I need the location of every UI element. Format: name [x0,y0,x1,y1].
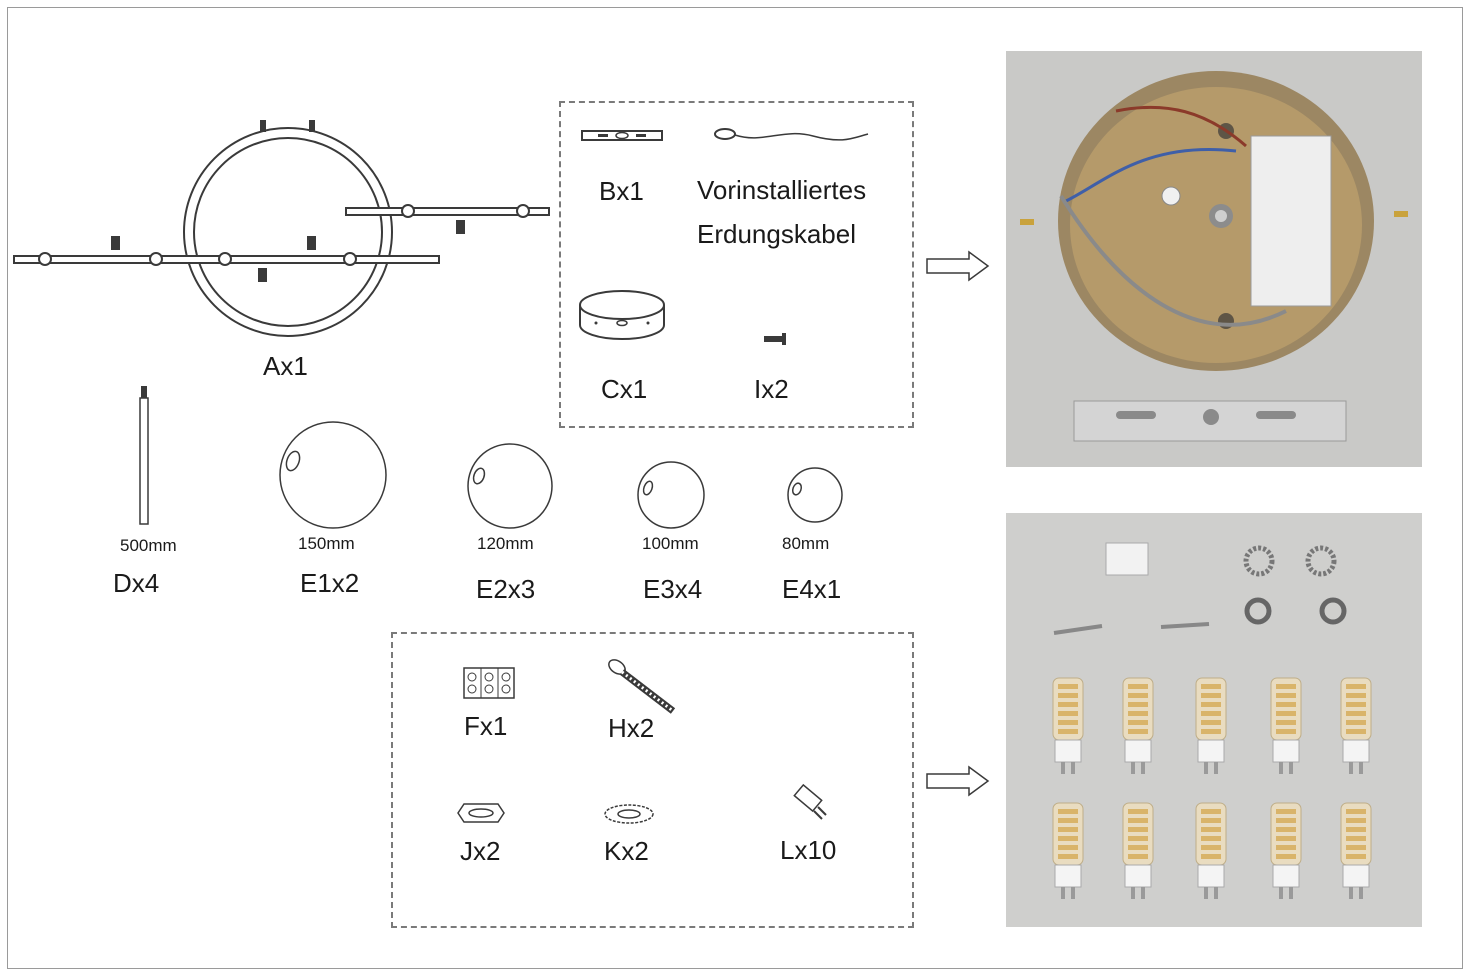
part-e1-globe-drawing [279,421,387,529]
led-bulb-photo [1195,802,1227,899]
part-a-ring-fixture-drawing [13,120,550,337]
part-a-label: Ax1 [263,351,308,381]
part-i-screw-drawing [764,333,786,345]
part-f-terminal-block-drawing [463,667,515,699]
part-e3-label: E3x4 [643,574,703,604]
part-e2-globe-drawing [467,443,553,529]
part-l-bulb-drawing [793,783,827,820]
hardware-box-upper [559,101,914,428]
part-c-canopy-drawing [579,290,665,340]
part-k-label: Kx2 [604,836,649,866]
led-bulb-photo [1270,802,1302,899]
part-e2-label: E2x3 [476,574,536,604]
part-e4-label: E4x1 [782,574,842,604]
part-h-label: Hx2 [608,713,655,743]
part-e3-size: 100mm [642,534,699,553]
photo-canopy-and-bracket [1006,51,1422,467]
hardware-box-lower [391,632,914,928]
part-j-nut-drawing [457,803,505,823]
page-frame [7,7,1463,969]
photo-hardware-and-bulbs [1006,513,1422,927]
part-e4-globe-drawing [787,467,843,523]
ground-cable-drawing [714,128,869,141]
part-b-crossbar-drawing [581,130,663,141]
arrow-right-icon [926,250,990,282]
led-bulb-photo [1340,802,1372,899]
led-bulb-photo [1122,677,1154,774]
part-l-label: Lx10 [780,835,837,865]
part-k-lock-washer-drawing [604,804,654,824]
part-b-label: Bx1 [599,176,644,206]
part-h-screw-drawing [608,659,676,714]
led-bulb-photo [1270,677,1302,774]
part-e3-globe-drawing [637,461,705,529]
led-bulb-photo [1195,677,1227,774]
led-bulb-photo [1052,802,1084,899]
led-bulb-photo [1340,677,1372,774]
part-i-label: Ix2 [754,374,789,404]
led-bulb-photo [1122,802,1154,899]
part-e2-size: 120mm [477,534,534,553]
part-d-size: 500mm [120,536,177,555]
part-e1-label: E1x2 [300,568,360,598]
part-d-rod-drawing [139,386,149,525]
ground-cable-label-line2: Erdungskabel [697,219,856,249]
part-f-label: Fx1 [464,711,508,741]
part-e4-size: 80mm [782,534,830,553]
ground-cable-label-line1: Vorinstalliertes [697,175,867,205]
arrow-right-icon [926,765,990,797]
led-bulb-photo [1052,677,1084,774]
part-e1-size: 150mm [298,534,355,553]
part-d-label: Dx4 [113,568,160,598]
part-c-label: Cx1 [601,374,648,404]
part-j-label: Jx2 [460,836,501,866]
